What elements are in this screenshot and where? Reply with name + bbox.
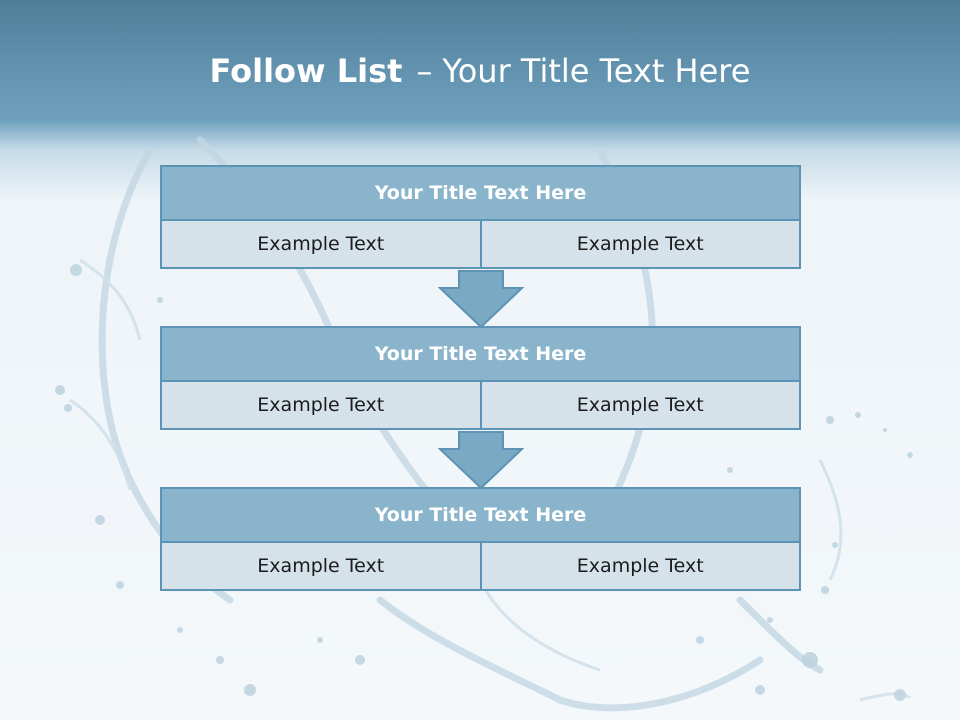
down-arrow-icon [438,431,524,489]
down-arrow-icon [438,270,524,328]
list-block-3: Your Title Text Here Example Text Exampl… [160,487,801,591]
title-separator: – [416,52,433,90]
block-cell-right: Example Text [479,380,801,430]
list-block-2: Your Title Text Here Example Text Exampl… [160,326,801,430]
block-row: Example Text Example Text [160,541,801,591]
block-row: Example Text Example Text [160,380,801,430]
list-block-1: Your Title Text Here Example Text Exampl… [160,165,801,269]
block-cell-left: Example Text [160,219,482,269]
title-bold-part: Follow List [209,52,403,90]
block-cell-right: Example Text [479,541,801,591]
block-row: Example Text Example Text [160,219,801,269]
block-title: Your Title Text Here [160,487,801,543]
block-title: Your Title Text Here [160,326,801,382]
slide-title: Follow List–Your Title Text Here [0,52,960,90]
block-cell-left: Example Text [160,380,482,430]
block-cell-left: Example Text [160,541,482,591]
block-title: Your Title Text Here [160,165,801,221]
title-rest: Your Title Text Here [442,52,751,90]
block-cell-right: Example Text [479,219,801,269]
